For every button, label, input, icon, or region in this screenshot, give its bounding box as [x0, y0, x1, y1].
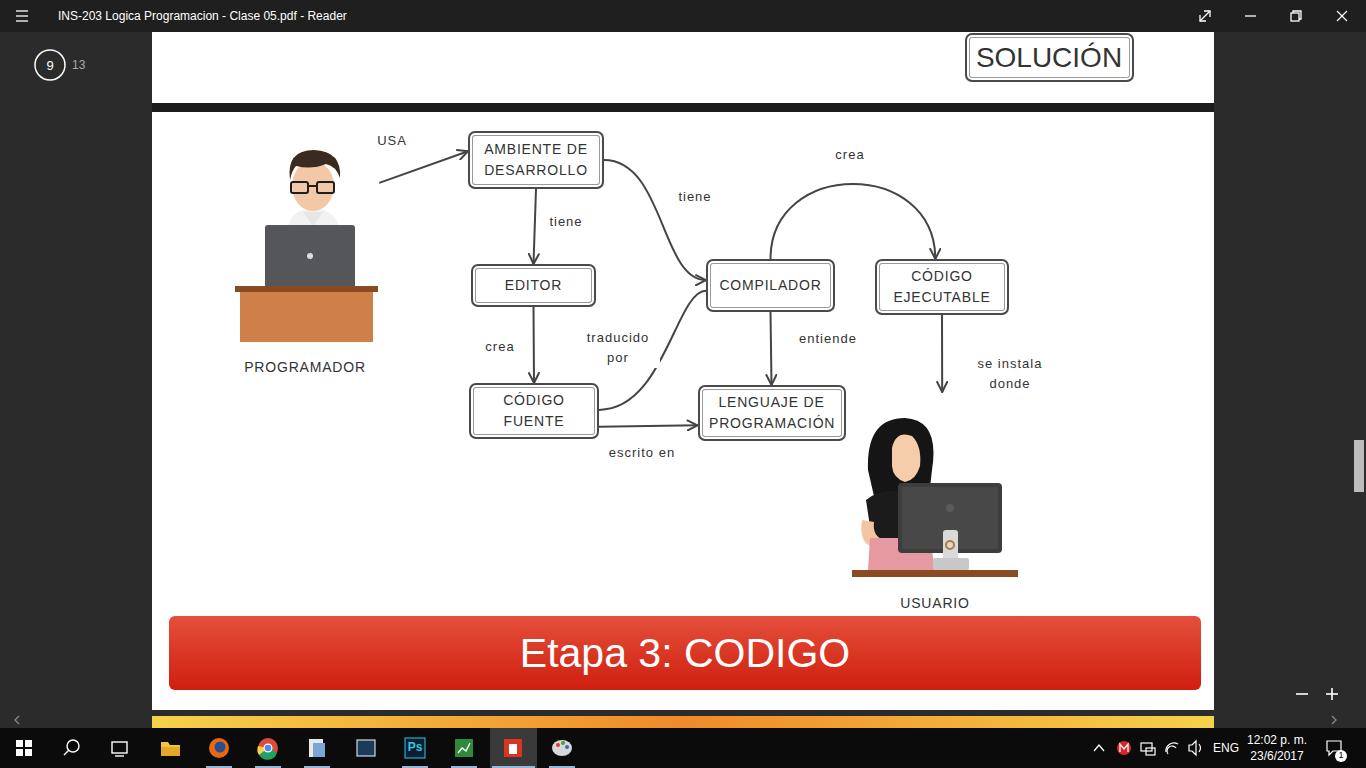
connector-arrow	[941, 315, 943, 392]
user-figure: USUARIO	[845, 392, 1025, 616]
connector-arrow	[534, 189, 537, 264]
connector-arrow	[380, 151, 468, 182]
edge-label: tiene	[547, 212, 584, 232]
notification-badge: 1	[1336, 750, 1346, 760]
page-number: 9	[40, 58, 60, 73]
app-icon-text: Ps	[405, 740, 425, 754]
connector-arrow	[533, 307, 536, 383]
edge-label: tiene	[676, 187, 713, 207]
process-box: LENGUAJE DE PROGRAMACIÓN	[698, 385, 846, 441]
node-label: CÓDIGO EJECUTABLE	[886, 266, 998, 308]
node-label: LENGUAJE DE PROGRAMACIÓN	[709, 392, 834, 434]
edge-label: crea	[833, 145, 866, 165]
user-illustration	[852, 418, 1018, 577]
process-box: COMPILADOR	[706, 259, 835, 312]
node-label: AMBIENTE DE DESARROLLO	[476, 139, 596, 181]
process-box: AMBIENTE DE DESARROLLO	[468, 131, 604, 189]
programmer-illustration	[235, 150, 378, 342]
connector-arrow	[604, 160, 706, 280]
clock-time: 12:02 p. m.	[1242, 733, 1312, 747]
node-label: COMPILADOR	[719, 275, 821, 296]
node-label: EDITOR	[505, 275, 562, 296]
connector-arrow	[771, 312, 772, 385]
edge-label: escrito en	[607, 443, 677, 463]
window-title: INS-203 Logica Programacion - Clase 05.p…	[58, 9, 347, 23]
page-count: 13	[72, 58, 85, 72]
clock-date: 23/6/2017	[1242, 749, 1312, 763]
process-box: EDITOR	[471, 264, 596, 307]
figure-label: PROGRAMADOR	[244, 357, 366, 378]
edge-label: crea	[483, 337, 516, 357]
process-box: CÓDIGO FUENTE	[469, 383, 599, 439]
node-label: CÓDIGO FUENTE	[484, 390, 584, 432]
edge-label: se instala donde	[967, 354, 1053, 394]
edge-label: traducido por	[576, 328, 660, 368]
connector-arrow	[599, 425, 698, 426]
process-box: CÓDIGO EJECUTABLE	[875, 259, 1009, 315]
language-indicator: ENG	[1213, 741, 1239, 755]
node-label: SOLUCIÓN	[976, 41, 1122, 75]
figure-label: USUARIO	[900, 593, 969, 614]
programmer-figure: PROGRAMADOR	[230, 145, 380, 380]
solution-box: SOLUCIÓN	[965, 33, 1134, 82]
edge-label: entiende	[797, 329, 859, 349]
edge-label: USA	[375, 131, 409, 151]
connector-arrow	[771, 184, 936, 259]
stage-title: Etapa 3: CODIGO	[169, 616, 1201, 690]
